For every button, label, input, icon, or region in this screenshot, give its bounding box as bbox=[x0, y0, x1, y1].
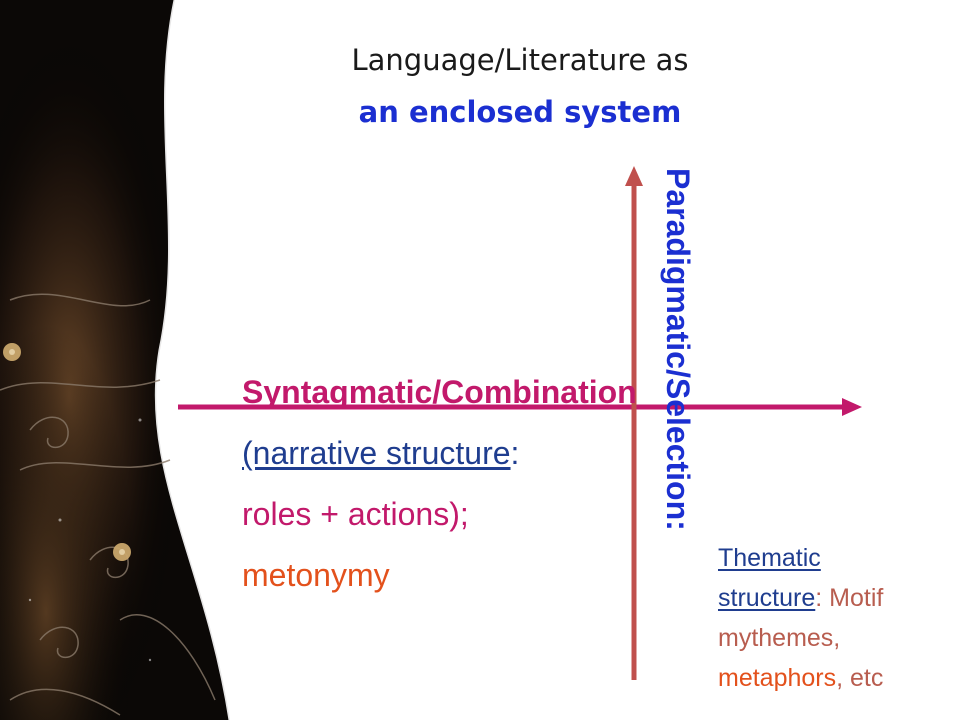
metonymy-line: metonymy bbox=[242, 557, 390, 593]
motif-text: : Motif bbox=[815, 584, 884, 612]
structure-link[interactable]: structure bbox=[718, 584, 816, 612]
horizontal-axis-arrow bbox=[178, 398, 862, 416]
roles-actions-line: roles + actions); bbox=[242, 496, 469, 532]
thematic-line-3: mythemes, bbox=[718, 618, 883, 658]
slide-title: Language/Literature as an enclosed syste… bbox=[240, 34, 800, 138]
title-line-1: Language/Literature as bbox=[351, 43, 689, 77]
narrative-structure-link[interactable]: (narrative structure bbox=[242, 435, 511, 471]
thematic-text-block: Thematic structure: Motif mythemes, meta… bbox=[718, 538, 883, 698]
mythemes-text: mythemes, bbox=[718, 624, 841, 652]
narrative-structure-line: (narrative structure: bbox=[242, 423, 637, 484]
thematic-link[interactable]: Thematic bbox=[718, 544, 821, 572]
metaphors-text: metaphors bbox=[718, 664, 837, 692]
thematic-line-4: metaphors, etc bbox=[718, 658, 883, 698]
syntagmatic-text-block: Syntagmatic/Combination (narrative struc… bbox=[242, 362, 637, 606]
narrative-colon: : bbox=[510, 435, 520, 471]
decorative-swirl-background bbox=[0, 0, 232, 720]
paradigmatic-label: Paradigmatic/Selection: bbox=[660, 168, 696, 531]
title-line-2: an enclosed system bbox=[358, 95, 682, 129]
syntagmatic-heading: Syntagmatic/Combination bbox=[242, 374, 637, 410]
thematic-line-1: Thematic bbox=[718, 538, 883, 578]
thematic-line-2: structure: Motif bbox=[718, 578, 883, 618]
vertical-axis-arrow bbox=[625, 166, 643, 680]
etc-text: , etc bbox=[836, 664, 884, 692]
